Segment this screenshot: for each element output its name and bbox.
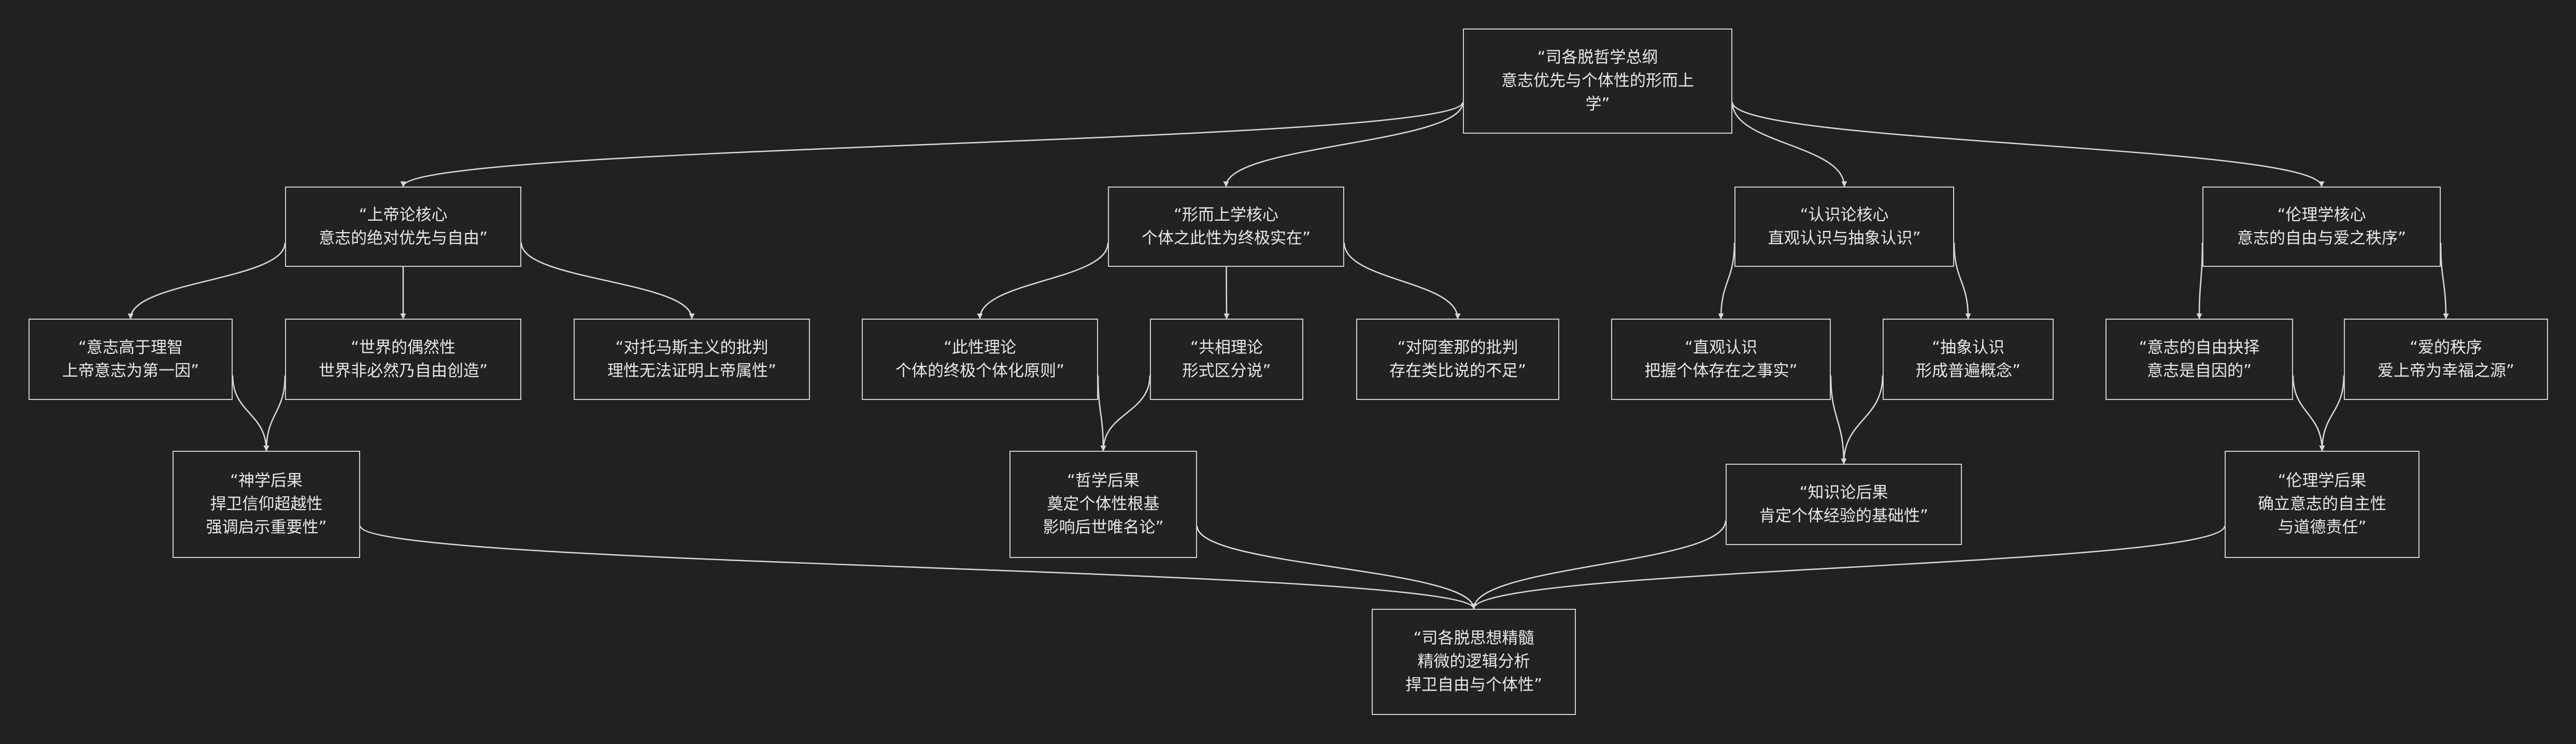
node-philosophy-result: “哲学后果 奠定个体性根基 影响后世唯名论” <box>1009 451 1197 558</box>
node-text-line: 与道德责任” <box>2278 518 2367 537</box>
edge-order_of_love-to-ethics_result <box>2319 375 2345 452</box>
edge-intuitive_cognition-to-epistemology_result <box>1830 375 1847 465</box>
node-text-line: “知识论后果 <box>1799 483 1888 502</box>
node-text-line: “上帝论核心 <box>359 205 448 224</box>
node-text-line: 意志的自由与爱之秩序” <box>2237 228 2407 248</box>
node-text-line: “伦理学后果 <box>2278 471 2367 490</box>
edge-contingency_of_world-to-theology_result <box>263 375 286 452</box>
edge-root-to-metaphysics_core <box>1223 102 1464 188</box>
node-text-line: “意志的自由抉择 <box>2139 338 2260 357</box>
node-text-line: 确立意志的自主性 <box>2258 495 2386 513</box>
node-text-line: 意志是自因的” <box>2146 361 2252 380</box>
node-metaphysics-core: “形而上学核心 个体之此性为终极实在” <box>1108 187 1344 267</box>
node-text-line: 学” <box>1585 95 1610 113</box>
edge-will_over_intellect-to-theology_result <box>232 375 269 452</box>
edge-ethics_result-to-conclusion <box>1471 525 2226 610</box>
node-root: “司各脱哲学总纲 意志优先与个体性的形而上 学” <box>1463 28 1732 134</box>
node-text-line: “哲学后果 <box>1066 471 1140 490</box>
node-conclusion: “司各脱思想精髓 精微的逻辑分析 捍卫自由与个体性” <box>1372 609 1576 715</box>
node-text-line: 个体的终极个体化原则” <box>895 361 1065 380</box>
node-text-line: “共相理论 <box>1190 338 1263 357</box>
node-text-line: 影响后世唯名论” <box>1043 518 1164 537</box>
node-epistemology-result: “知识论后果 肯定个体经验的基础性” <box>1726 464 1962 545</box>
node-contingency-of-world: “世界的偶然性 世界非必然乃自由创造” <box>285 319 521 400</box>
node-text-line: “意志高于理智 <box>78 338 183 357</box>
node-text-line: 肯定个体经验的基础性” <box>1759 506 1929 525</box>
node-text-line: 意志优先与个体性的形而上 <box>1501 71 1694 90</box>
edge-root-to-ethics_core <box>1731 102 2325 188</box>
edge-common_nature-to-philosophy_result <box>1100 375 1151 452</box>
node-text-line: 直观认识与抽象认识” <box>1768 228 1921 248</box>
node-text-line: 世界非必然乃自由创造” <box>318 361 488 380</box>
node-ethics-result: “伦理学后果 确立意志的自主性 与道德责任” <box>2225 451 2420 558</box>
edge-metaphysics_core-to-haecceity_theory <box>977 242 1109 320</box>
node-text-line: 奠定个体性根基 <box>1047 495 1160 513</box>
edge-epistemology_core-to-intuitive_cognition <box>1718 242 1735 320</box>
node-theology-result: “神学后果 捍卫信仰超越性 强调启示重要性” <box>173 451 360 558</box>
node-text-line: 强调启示重要性” <box>206 518 327 537</box>
edge-free_choice-to-ethics_result <box>2292 375 2325 452</box>
node-critique-aquinas: “对阿奎那的批判 存在类比说的不足” <box>1356 319 1559 400</box>
node-text-line: “认识论核心 <box>1800 205 1889 224</box>
edge-philosophy_result-to-conclusion <box>1196 525 1477 610</box>
node-text-line: “形而上学核心 <box>1173 205 1279 224</box>
edge-abstractive_cognition-to-epistemology_result <box>1841 375 1884 465</box>
node-text-line: 个体之此性为终极实在” <box>1141 228 1311 248</box>
node-text-line: 上帝意志为第一因” <box>62 361 200 380</box>
node-theology-core: “上帝论核心 意志的绝对优先与自由” <box>285 187 521 267</box>
node-text-line: 把握个体存在之事实” <box>1644 361 1798 380</box>
node-text-line: “司各脱思想精髓 <box>1413 629 1534 648</box>
node-text-line: “此性理论 <box>943 338 1017 357</box>
node-text-line: 爱上帝为幸福之源” <box>2377 361 2515 380</box>
edge-epistemology_core-to-abstractive_cognition <box>1953 242 1971 320</box>
node-common-nature: “共相理论 形式区分说” <box>1150 319 1303 400</box>
node-text-line: “抽象认识 <box>1931 338 2005 357</box>
edge-epistemology_result-to-conclusion <box>1471 520 1727 610</box>
node-text-line: “伦理学核心 <box>2277 205 2366 224</box>
node-text-line: 存在类比说的不足” <box>1389 361 1527 380</box>
node-intuitive-cognition: “直观认识 把握个体存在之事实” <box>1611 319 1831 400</box>
node-text-line: “司各脱哲学总纲 <box>1537 48 1658 67</box>
node-haecceity-theory: “此性理论 个体的终极个体化原则” <box>862 319 1098 400</box>
node-text-line: 精微的逻辑分析 <box>1417 652 1530 671</box>
edge-root-to-theology_core <box>400 102 1464 188</box>
node-text-line: 捍卫信仰超越性 <box>210 495 323 513</box>
node-text-line: 理性无法证明上帝属性” <box>607 361 777 380</box>
node-text-line: 捍卫自由与个体性” <box>1405 676 1543 694</box>
node-text-line: 意志的绝对优先与自由” <box>318 228 488 248</box>
node-text-line: 形式区分说” <box>1182 361 1271 380</box>
edge-theology_core-to-critique_thomism <box>520 242 695 320</box>
node-critique-thomism: “对托马斯主义的批判 理性无法证明上帝属性” <box>574 319 810 400</box>
edge-theology_core-to-will_over_intellect <box>127 242 286 320</box>
node-order-of-love: “爱的秩序 爱上帝为幸福之源” <box>2344 319 2548 400</box>
node-abstractive-cognition: “抽象认识 形成普遍概念” <box>1883 319 2054 400</box>
node-will-over-intellect: “意志高于理智 上帝意志为第一因” <box>29 319 233 400</box>
node-text-line: “对阿奎那的批判 <box>1397 338 1518 357</box>
edge-metaphysics_core-to-critique_aquinas <box>1343 242 1461 320</box>
edge-root-to-epistemology_core <box>1731 102 1847 188</box>
node-text-line: “世界的偶然性 <box>350 338 456 357</box>
node-free-choice: “意志的自由抉择 意志是自因的” <box>2105 319 2293 400</box>
edge-ethics_core-to-free_choice <box>2196 242 2203 320</box>
node-text-line: “神学后果 <box>230 471 303 490</box>
edge-theology_result-to-conclusion <box>359 525 1477 610</box>
node-text-line: “直观认识 <box>1684 338 1758 357</box>
node-text-line: 形成普遍概念” <box>1915 361 2021 380</box>
node-ethics-core: “伦理学核心 意志的自由与爱之秩序” <box>2202 187 2441 267</box>
node-epistemology-core: “认识论核心 直观认识与抽象认识” <box>1734 187 1954 267</box>
node-text-line: “对托马斯主义的批判 <box>615 338 768 357</box>
edge-haecceity_theory-to-philosophy_result <box>1097 375 1106 452</box>
node-text-line: “爱的秩序 <box>2409 338 2483 357</box>
edge-ethics_core-to-order_of_love <box>2440 242 2449 320</box>
